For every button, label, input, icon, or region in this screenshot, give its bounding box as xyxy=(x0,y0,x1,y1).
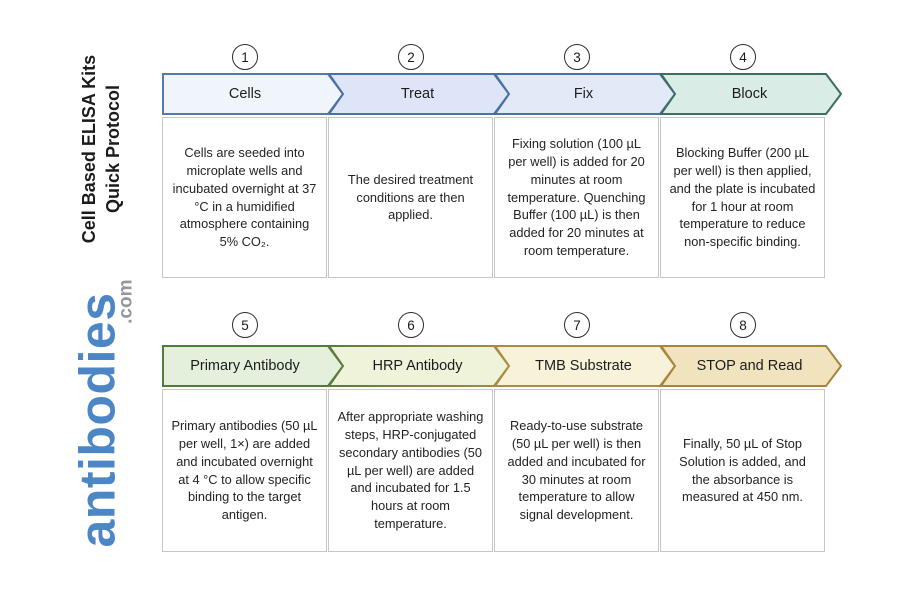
step-number-badge: 3 xyxy=(564,44,590,70)
step-number-badge: 1 xyxy=(232,44,258,70)
step-description: Fixing solution (100 µL per well) is add… xyxy=(494,117,659,278)
step-number: 6 xyxy=(407,317,415,333)
step-number-badge: 5 xyxy=(232,312,258,338)
step-label: STOP and Read xyxy=(696,358,803,374)
step-description-text: Cells are seeded into microplate wells a… xyxy=(172,144,317,250)
step-number: 8 xyxy=(739,317,747,333)
arrow-chevron-shape xyxy=(660,73,842,115)
step-4-block: 4 Block Blocking Buffer (200 µL per well… xyxy=(660,44,842,278)
step-description: Ready-to-use substrate (50 µL per well) … xyxy=(494,389,659,552)
step-8-stop-and-read: 8 STOP and Read Finally, 50 µL of Stop S… xyxy=(660,312,842,552)
step-arrow: Cells xyxy=(162,73,344,115)
step-label: Fix xyxy=(573,86,594,102)
step-3-fix: 3 Fix Fixing solution (100 µL per well) … xyxy=(494,44,676,278)
step-label: Cells xyxy=(228,86,262,102)
step-label: Treat xyxy=(400,86,435,102)
step-description-text: Primary antibodies (50 µL per well, 1×) … xyxy=(171,417,318,523)
title-line2: Quick Protocol xyxy=(103,84,123,214)
step-number-badge: 6 xyxy=(398,312,424,338)
step-arrow: STOP and Read xyxy=(660,345,842,387)
step-description: Blocking Buffer (200 µL per well) is the… xyxy=(660,117,825,278)
step-1-cells: 1 Cells Cells are seeded into microplate… xyxy=(162,44,344,278)
step-label: TMB Substrate xyxy=(535,358,632,374)
step-description: Finally, 50 µL of Stop Solution is added… xyxy=(660,389,825,552)
step-label: HRP Antibody xyxy=(372,358,463,374)
step-description: The desired treatment conditions are the… xyxy=(328,117,493,278)
step-arrow: Treat xyxy=(328,73,510,115)
step-arrow: Primary Antibody xyxy=(162,345,344,387)
step-2-treat: 2 Treat The desired treatment conditions… xyxy=(328,44,510,278)
step-label: Primary Antibody xyxy=(190,358,300,374)
antibodies-logo: antibodies .com xyxy=(70,278,137,563)
arrow-chevron-shape xyxy=(660,345,842,387)
step-description: Cells are seeded into microplate wells a… xyxy=(162,117,327,278)
step-number: 7 xyxy=(573,317,581,333)
step-description-text: Fixing solution (100 µL per well) is add… xyxy=(507,135,646,259)
step-description-text: Blocking Buffer (200 µL per well) is the… xyxy=(669,144,816,250)
title-line1: Cell Based ELISA Kits xyxy=(79,54,99,244)
step-6-hrp-antibody: 6 HRP Antibody After appropriate washing… xyxy=(328,312,510,552)
step-description: Primary antibodies (50 µL per well, 1×) … xyxy=(162,389,327,552)
step-number: 5 xyxy=(241,317,249,333)
step-number-badge: 7 xyxy=(564,312,590,338)
step-arrow: Fix xyxy=(494,73,676,115)
step-5-primary-antibody: 5 Primary Antibody Primary antibodies (5… xyxy=(162,312,344,552)
step-arrow: HRP Antibody xyxy=(328,345,510,387)
step-number-badge: 4 xyxy=(730,44,756,70)
step-description-text: The desired treatment conditions are the… xyxy=(347,171,474,223)
step-number: 3 xyxy=(573,49,581,65)
step-description-text: After appropriate washing steps, HRP-con… xyxy=(337,408,484,532)
step-label: Block xyxy=(731,86,768,102)
step-number: 4 xyxy=(739,49,747,65)
step-description-text: Ready-to-use substrate (50 µL per well) … xyxy=(507,417,646,523)
step-number-badge: 2 xyxy=(398,44,424,70)
step-arrow: Block xyxy=(660,73,842,115)
step-description: After appropriate washing steps, HRP-con… xyxy=(328,389,493,552)
step-description-text: Finally, 50 µL of Stop Solution is added… xyxy=(679,435,806,505)
step-7-tmb-substrate: 7 TMB Substrate Ready-to-use substrate (… xyxy=(494,312,676,552)
step-number: 1 xyxy=(241,49,249,65)
step-arrow: TMB Substrate xyxy=(494,345,676,387)
step-number-badge: 8 xyxy=(730,312,756,338)
page-title: Cell Based ELISA Kits Quick Protocol xyxy=(77,44,125,254)
step-number: 2 xyxy=(407,49,415,65)
